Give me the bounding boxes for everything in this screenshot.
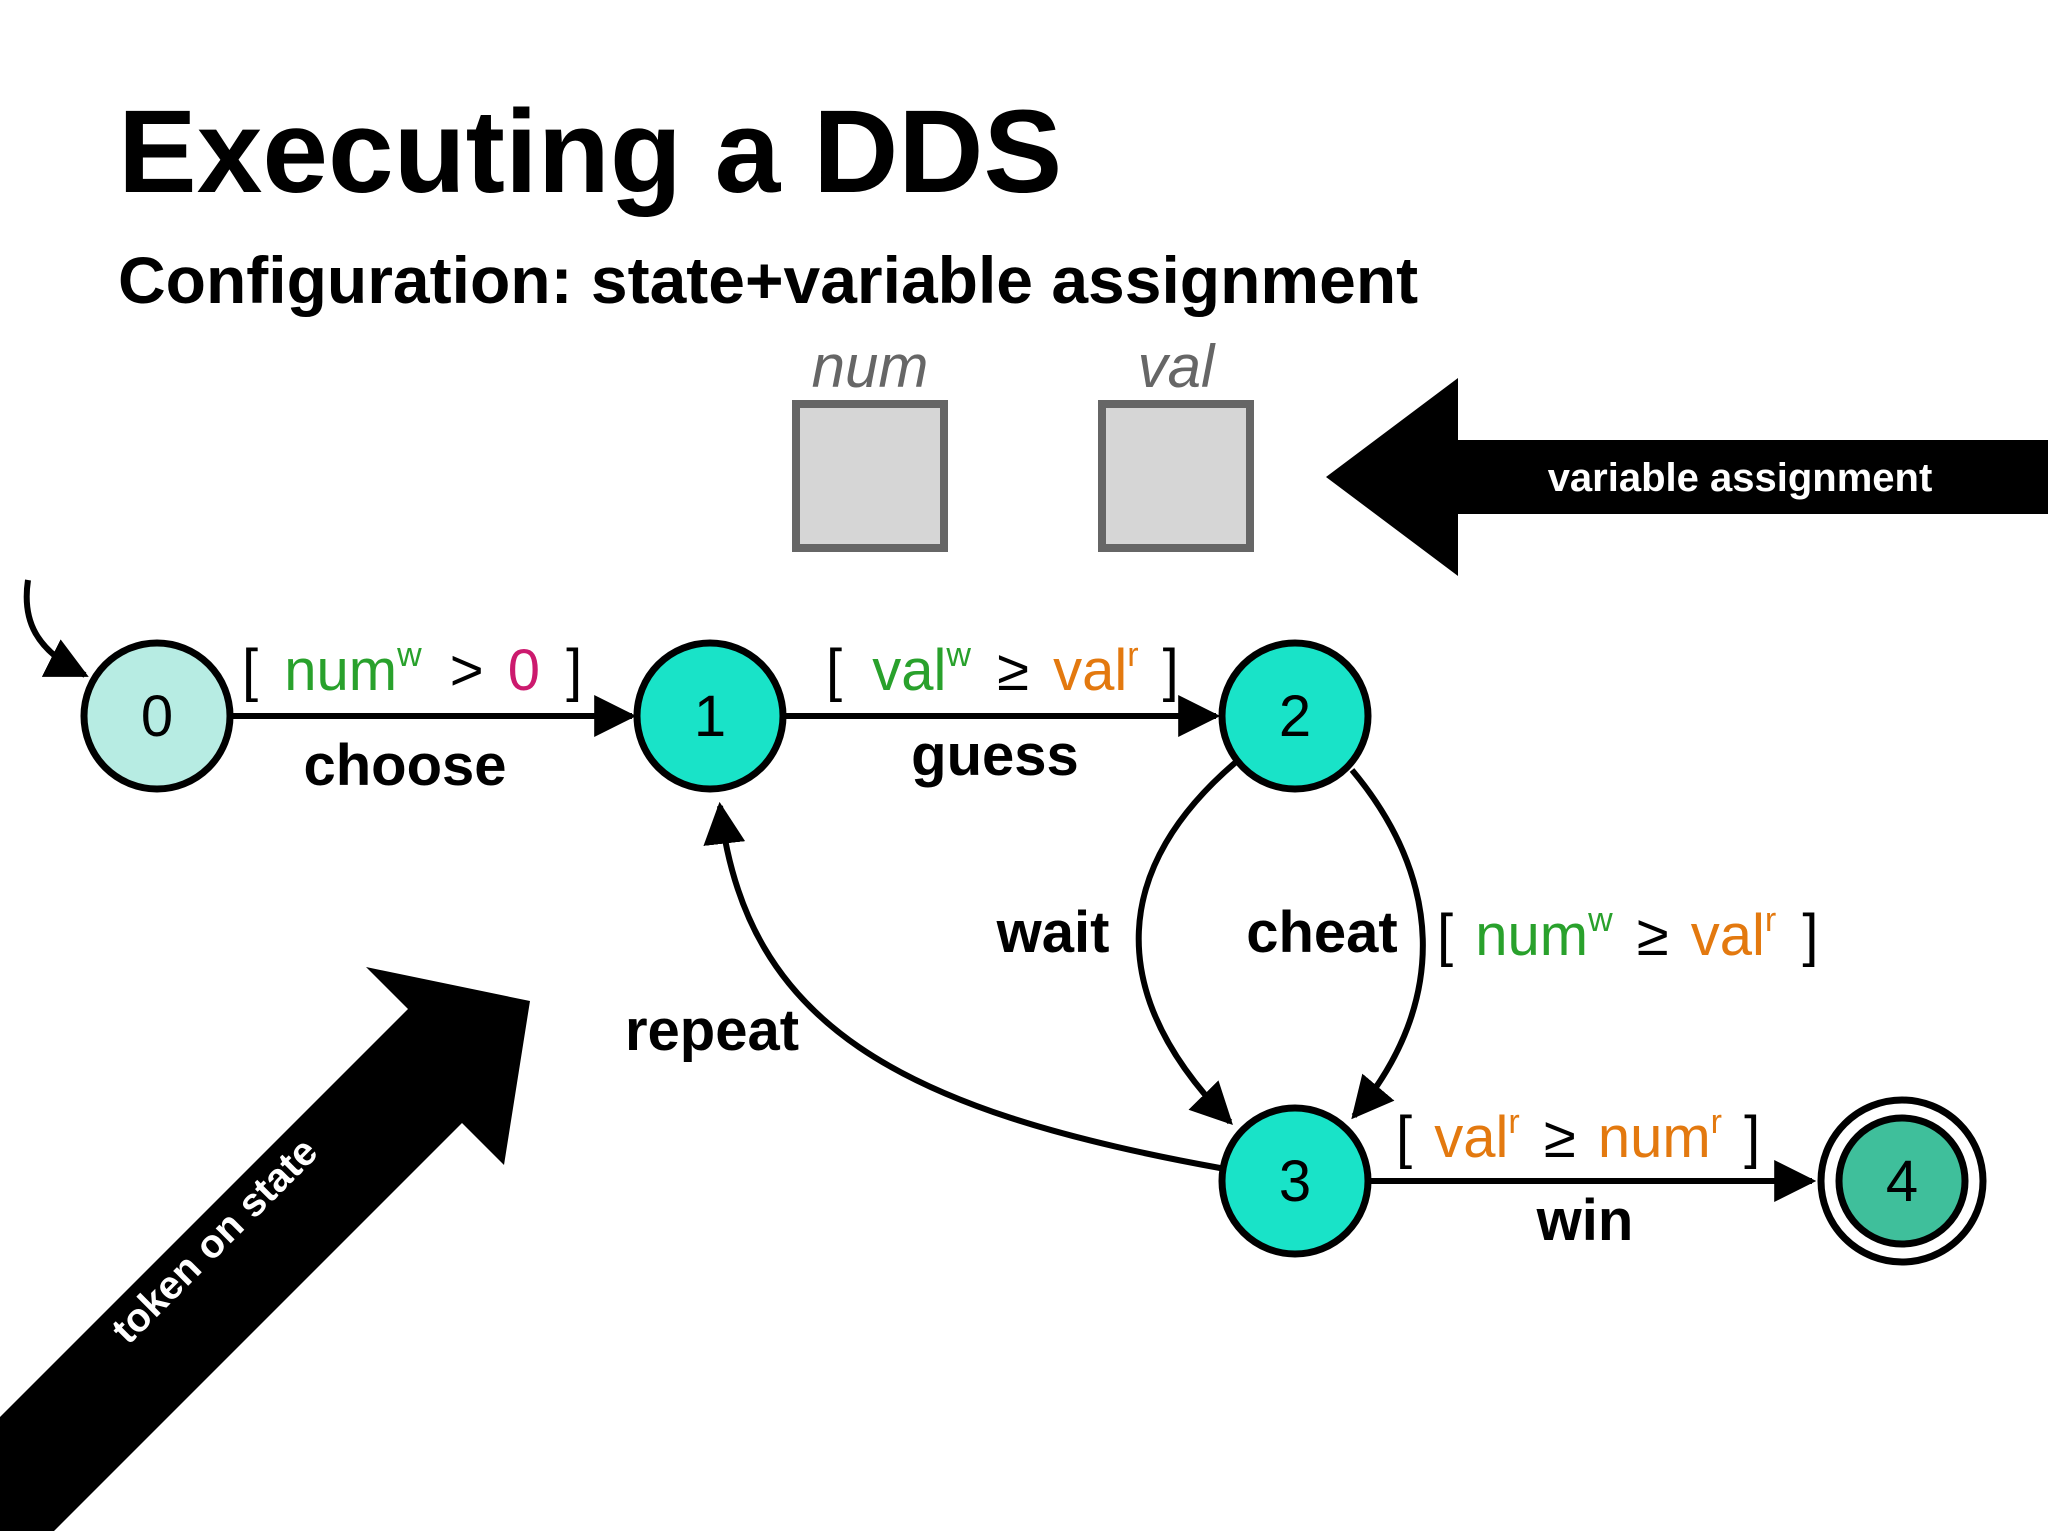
state-3-label: 3 (1279, 1149, 1311, 1214)
initial-arrow (23, 579, 89, 678)
var-val-box (1098, 400, 1254, 552)
diagonal-arrow-icon (0, 967, 530, 1531)
edge-guess-label: guess (911, 723, 1079, 788)
state-3: 3 (1218, 1104, 1372, 1258)
edge-cheat-label: cheat (1246, 900, 1398, 965)
state-0-label: 0 (141, 684, 173, 749)
left-arrow-icon (1326, 378, 2048, 576)
edge-wait-label: wait (996, 900, 1110, 965)
state-0: 0 (80, 639, 234, 793)
slide-title: Executing a DDS (118, 86, 1062, 218)
edge-repeat-label: repeat (625, 998, 799, 1063)
guard-cheat: [ numw ≥ valr ] (1437, 879, 1818, 968)
variable-assignment-label: variable assignment (1548, 456, 1933, 500)
var-num-box (792, 400, 948, 552)
state-2-circle (1218, 639, 1372, 793)
edge-win-label: win (1536, 1188, 1634, 1253)
variable-assignment-callout: variable assignment (1326, 378, 2048, 576)
state-4-circle (1835, 1114, 1969, 1248)
state-4-accepting: 4 (1817, 1096, 1987, 1266)
state-2-label: 2 (1279, 684, 1311, 749)
slide-subtitle: Configuration: state+variable assignment (118, 243, 1418, 317)
state-3-circle (1218, 1104, 1372, 1258)
guard-guess: [ valw ≥ valr ] (826, 614, 1179, 703)
edge-repeat (703, 801, 1221, 1171)
state-0-circle (80, 639, 234, 793)
token-on-state-callout: token on state (0, 967, 530, 1531)
edge-choose-label: choose (303, 733, 506, 798)
var-val-label: val (1138, 333, 1216, 400)
state-1-circle (633, 639, 787, 793)
guard-win: [ valr ≥ numr ] (1396, 1081, 1760, 1170)
guard-choose: [ numw > 0 ] (242, 614, 582, 703)
state-1-label: 1 (694, 684, 726, 749)
state-4-label: 4 (1886, 1149, 1918, 1214)
edge-cheat (1349, 768, 1426, 1120)
var-num-label: num (812, 333, 929, 400)
edge-wait (1135, 759, 1238, 1125)
state-1: 1 (633, 639, 787, 793)
state-2: 2 (1218, 639, 1372, 793)
